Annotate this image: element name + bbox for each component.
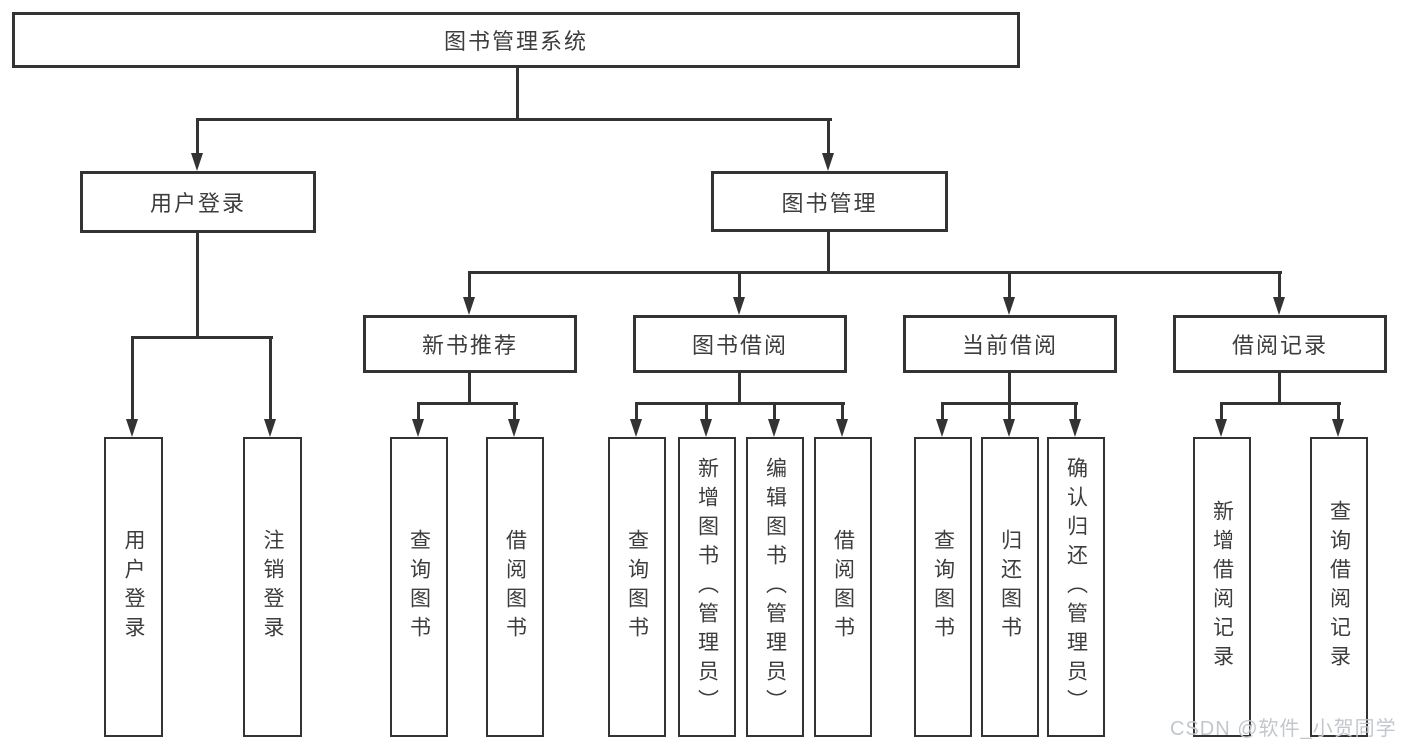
leaf-borrow-query-books-label: 查询图书 xyxy=(625,529,649,645)
node-borrow-records: 借阅记录 xyxy=(1173,315,1387,373)
node-library-system: 图书管理系统 xyxy=(12,12,1020,68)
leaf-newbook-query-books-label: 查询图书 xyxy=(407,529,431,645)
leaf-newbook-borrow-books: 借阅图书 xyxy=(486,437,544,737)
arrowhead-down-icon xyxy=(1332,419,1344,437)
arrowhead-down-icon xyxy=(836,419,848,437)
arrowhead-down-icon xyxy=(1215,419,1227,437)
connector-drop xyxy=(417,402,420,420)
leaf-logout: 注销登录 xyxy=(243,437,302,737)
leaf-borrow-borrow-books-label: 借阅图书 xyxy=(831,529,855,645)
connector-drop xyxy=(1074,402,1077,420)
leaf-records-query-record: 查询借阅记录 xyxy=(1310,437,1368,737)
connector-borrow-records-hline xyxy=(1220,402,1341,405)
node-book-management: 图书管理 xyxy=(711,171,948,232)
leaf-logout-label: 注销登录 xyxy=(261,529,284,645)
connector-drop-current-borrow xyxy=(1008,271,1011,299)
connector-root-hline xyxy=(196,118,832,121)
connector-drop xyxy=(1337,402,1340,420)
arrowhead-down-icon xyxy=(463,297,475,315)
node-book-borrow: 图书借阅 xyxy=(633,315,847,373)
connector-drop-leaf-login xyxy=(131,336,134,420)
leaf-current-confirm-return-admin: 确认归还（管理员） xyxy=(1047,437,1105,737)
node-user-login: 用户登录 xyxy=(80,171,316,233)
arrowhead-down-icon xyxy=(1273,297,1285,315)
connector-book-borrow-hline xyxy=(635,402,845,405)
leaf-borrow-add-books-admin-label: 新增图书（管理员） xyxy=(695,456,719,718)
leaf-current-query-books-label: 查询图书 xyxy=(931,529,955,645)
leaf-user-login-label: 用户登录 xyxy=(122,529,145,645)
node-new-book-recommend-label: 新书推荐 xyxy=(421,333,518,358)
arrowhead-down-icon xyxy=(126,419,138,437)
connector-drop xyxy=(1220,402,1223,420)
connector-book-mgmt-stem xyxy=(827,232,830,274)
connector-user-login-stem xyxy=(196,233,199,338)
connector-borrow-records-stem xyxy=(1278,373,1281,405)
arrowhead-down-icon xyxy=(733,297,745,315)
node-current-borrow: 当前借阅 xyxy=(903,315,1117,373)
leaf-records-add-record-label: 新增借阅记录 xyxy=(1210,500,1234,674)
node-current-borrow-label: 当前借阅 xyxy=(961,333,1058,358)
leaf-borrow-query-books: 查询图书 xyxy=(608,437,666,737)
leaf-borrow-edit-books-admin-label: 编辑图书（管理员） xyxy=(763,456,787,718)
arrowhead-down-icon xyxy=(1003,419,1015,437)
connector-current-borrow-stem xyxy=(1008,373,1011,405)
connector-user-login-hline xyxy=(131,336,273,339)
connector-drop xyxy=(773,402,776,420)
arrowhead-down-icon xyxy=(191,153,203,171)
connector-drop xyxy=(705,402,708,420)
arrowhead-down-icon xyxy=(508,419,520,437)
arrowhead-down-icon xyxy=(264,419,276,437)
connector-drop xyxy=(841,402,844,420)
connector-drop xyxy=(941,402,944,420)
arrowhead-down-icon xyxy=(1003,297,1015,315)
leaf-borrow-borrow-books: 借阅图书 xyxy=(814,437,872,737)
leaf-user-login: 用户登录 xyxy=(104,437,163,737)
connector-drop xyxy=(635,402,638,420)
node-book-borrow-label: 图书借阅 xyxy=(691,333,788,358)
leaf-current-query-books: 查询图书 xyxy=(914,437,972,737)
connector-root-stem xyxy=(516,68,519,121)
connector-drop-new-book xyxy=(468,271,471,299)
connector-new-book-hline xyxy=(417,402,518,405)
leaf-records-query-record-label: 查询借阅记录 xyxy=(1327,500,1351,674)
connector-drop-leaf-logout xyxy=(269,336,272,420)
connector-drop-book-borrow xyxy=(738,271,741,299)
node-book-management-label: 图书管理 xyxy=(781,190,878,216)
arrowhead-down-icon xyxy=(700,419,712,437)
connector-drop-book-management xyxy=(827,118,830,154)
connector-drop-borrow-records xyxy=(1278,271,1281,299)
arrowhead-down-icon xyxy=(936,419,948,437)
connector-new-book-stem xyxy=(468,373,471,405)
watermark: CSDN @软件_小贺同学 xyxy=(1170,718,1397,740)
leaf-records-add-record: 新增借阅记录 xyxy=(1193,437,1251,737)
arrowhead-down-icon xyxy=(1069,419,1081,437)
connector-drop xyxy=(513,402,516,420)
leaf-current-confirm-return-admin-label: 确认归还（管理员） xyxy=(1064,456,1088,718)
connector-drop xyxy=(1008,402,1011,420)
node-new-book-recommend: 新书推荐 xyxy=(363,315,577,373)
node-borrow-records-label: 借阅记录 xyxy=(1231,333,1328,358)
leaf-borrow-add-books-admin: 新增图书（管理员） xyxy=(678,437,736,737)
arrowhead-down-icon xyxy=(822,153,834,171)
leaf-current-return-books: 归还图书 xyxy=(981,437,1039,737)
node-library-system-label: 图书管理系统 xyxy=(443,29,588,54)
connector-book-borrow-stem xyxy=(738,373,741,405)
connector-book-mgmt-hline xyxy=(468,271,1282,274)
arrowhead-down-icon xyxy=(768,419,780,437)
leaf-newbook-borrow-books-label: 借阅图书 xyxy=(503,529,527,645)
leaf-borrow-edit-books-admin: 编辑图书（管理员） xyxy=(746,437,804,737)
connector-drop-user-login xyxy=(196,118,199,154)
arrowhead-down-icon xyxy=(412,419,424,437)
arrowhead-down-icon xyxy=(630,419,642,437)
node-user-login-label: 用户登录 xyxy=(149,191,246,216)
leaf-newbook-query-books: 查询图书 xyxy=(390,437,448,737)
leaf-current-return-books-label: 归还图书 xyxy=(998,529,1022,645)
